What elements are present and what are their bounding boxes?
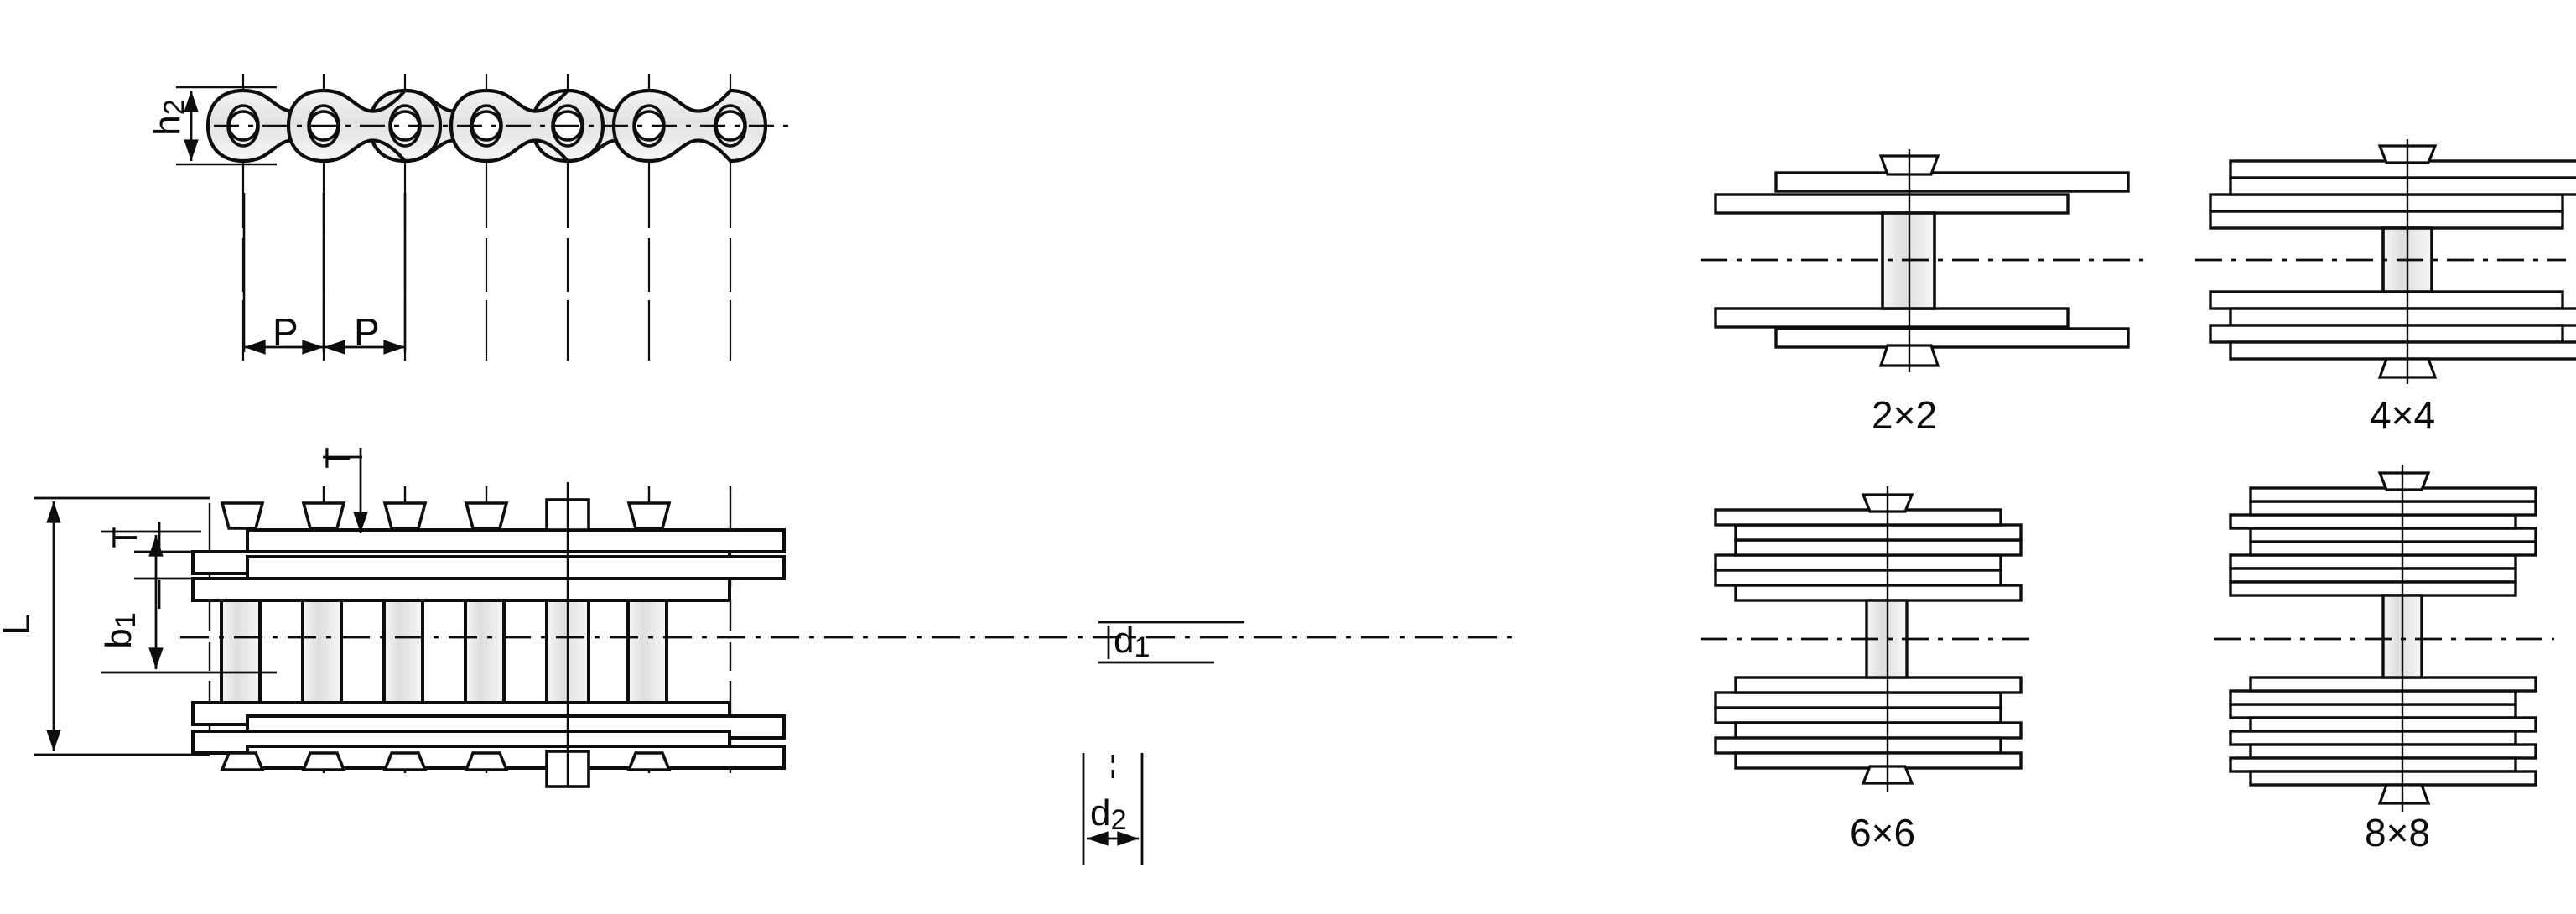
dimension-h2 [176, 86, 277, 166]
caption-section-4x4: 4×4 [2370, 393, 2436, 437]
section-2x2-group [1701, 149, 2143, 372]
label-b1: b1 [97, 612, 143, 649]
label-L: L [0, 614, 38, 636]
label-h2: h2 [146, 99, 191, 136]
section-4x4-group [2195, 139, 2576, 384]
label-pitch-1: P [273, 310, 299, 354]
dimension-L [34, 496, 210, 756]
section-6x6-group [1701, 486, 2038, 792]
label-d1: d1 [1114, 620, 1150, 664]
label-T-upper: T [317, 447, 357, 469]
bottom-view-upper-plates [191, 528, 786, 602]
dimension-d2 [1082, 753, 1144, 865]
bottom-view-group [34, 448, 1518, 865]
section-8x8-group [2214, 465, 2554, 812]
dimension-b1 [101, 530, 277, 674]
label-T-lower: T [104, 527, 144, 548]
dimension-d1 [1098, 621, 1244, 664]
dimension-pitch [242, 193, 407, 355]
section-8x8-pin-heads [2377, 471, 2431, 805]
dimension-T-upper [323, 448, 368, 533]
top-view-group [176, 74, 788, 361]
caption-section-2x2: 2×2 [1872, 393, 1938, 437]
bottom-view-pin-heads-bottom [220, 750, 672, 788]
label-pitch-2: P [354, 310, 380, 354]
label-d2: d2 [1090, 792, 1127, 837]
dimension-T-lower [134, 522, 201, 609]
caption-section-8x8: 8×8 [2365, 811, 2431, 854]
bottom-view-pin-heads-top [220, 498, 672, 532]
caption-section-6x6: 6×6 [1850, 811, 1916, 854]
